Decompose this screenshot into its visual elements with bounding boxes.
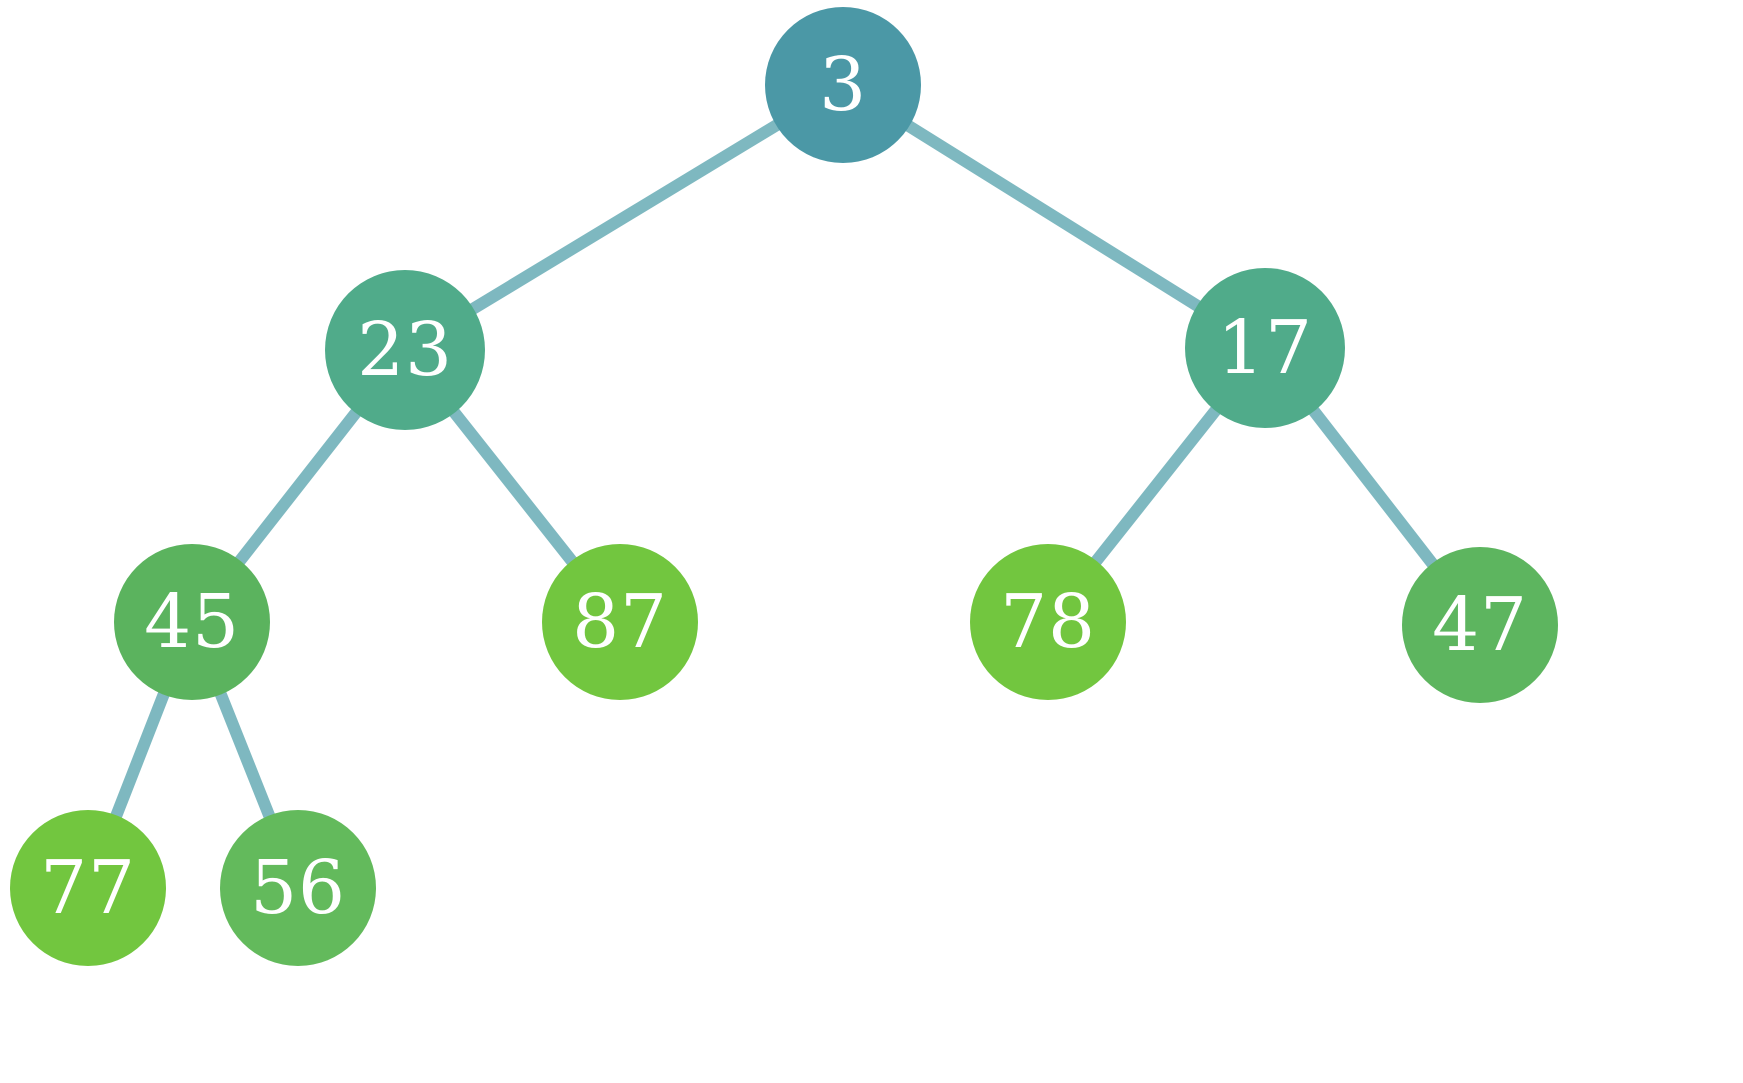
tree-node-label-23: 23: [357, 307, 453, 393]
tree-node-3[interactable]: 3: [765, 7, 921, 163]
tree-node-47[interactable]: 47: [1402, 547, 1558, 703]
tree-edge-n45-n56: [211, 682, 279, 828]
tree-node-label-47: 47: [1432, 582, 1528, 668]
tree-node-56[interactable]: 56: [220, 810, 376, 966]
tree-node-label-3: 3: [819, 42, 867, 128]
tree-node-77[interactable]: 77: [10, 810, 166, 966]
tree-edge-n23-n45: [229, 401, 367, 573]
tree-node-17[interactable]: 17: [1185, 268, 1345, 428]
tree-node-label-56: 56: [250, 845, 346, 931]
tree-node-23[interactable]: 23: [325, 270, 485, 430]
tree-node-45[interactable]: 45: [114, 544, 270, 700]
tree-edge-n17-n78: [1085, 399, 1227, 573]
tree-node-87[interactable]: 87: [542, 544, 698, 700]
tree-node-label-78: 78: [1000, 579, 1096, 665]
tree-node-78[interactable]: 78: [970, 544, 1126, 700]
tree-edge-n23-n87: [443, 401, 583, 573]
tree-node-label-45: 45: [144, 579, 240, 665]
tree-edge-n17-n47: [1303, 399, 1444, 575]
tree-edge-n3-n23: [461, 115, 788, 319]
tree-edge-n45-n77: [107, 683, 173, 827]
tree-node-label-17: 17: [1217, 305, 1313, 391]
tree-node-label-87: 87: [572, 579, 668, 665]
tree-edge-n3-n17: [897, 115, 1209, 317]
tree-node-label-77: 77: [40, 845, 136, 931]
